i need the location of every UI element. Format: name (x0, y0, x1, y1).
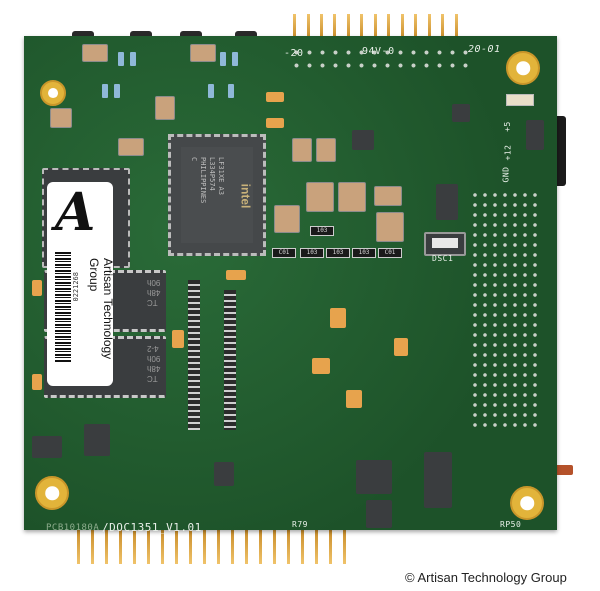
resistor-pack-rp19: C01 (378, 248, 402, 258)
resistor-r33 (220, 52, 226, 66)
bottom-header-pins (77, 530, 347, 564)
resistor-r43 (102, 84, 108, 98)
mem2-line-1: TC (146, 374, 158, 383)
ic-u18 (452, 104, 470, 122)
chip-line-4: C (190, 157, 198, 162)
fuse-f1 (506, 94, 534, 106)
resistor-r32 (232, 52, 238, 66)
oscillator-dsc1 (424, 232, 466, 256)
capacitor-c59 (118, 138, 144, 156)
mounting-hole-top-right (506, 51, 540, 85)
ic-bottom-left (84, 424, 110, 456)
artisan-logo: A (55, 182, 96, 243)
capacitor-orange-5 (346, 390, 362, 408)
chip-line-2: L334P574 (208, 157, 216, 191)
mem2-line-2: 48h (146, 364, 160, 373)
mem1-line-1: TC (146, 298, 158, 307)
capacitor-orange-1 (172, 330, 184, 348)
chip-brand: intel (238, 183, 253, 209)
capacitor-top-2 (316, 138, 336, 162)
resistor-pack-rp22: 103 (300, 248, 324, 258)
label-r79: R79 (292, 520, 308, 529)
copyright-watermark: © Artisan Technology Group (405, 570, 567, 585)
resistor-array-right (224, 290, 236, 430)
via-grid-right (470, 190, 540, 430)
resistor-r34 (130, 52, 136, 66)
capacitor-orange-8 (32, 374, 42, 390)
company-name: Artisan Technology Group (87, 258, 115, 360)
ic-u27 (424, 452, 452, 508)
mem1-line-3: 90h (146, 278, 160, 287)
label-rp50: RP50 (500, 520, 522, 529)
ic-u32 (366, 500, 392, 528)
resistor-r38 (228, 84, 234, 98)
barcode (55, 252, 71, 362)
resistor-r35 (118, 52, 124, 66)
capacitor-large-1 (274, 205, 300, 233)
capacitor-c56 (266, 118, 284, 128)
mem1-line-2: 48h (146, 288, 160, 297)
chip-line-3: PHILIPPINES (199, 157, 207, 204)
label-plus5: +5 (502, 121, 512, 132)
resistor-pack-rp23: C01 (272, 248, 296, 258)
mounting-hole-top-left (40, 80, 66, 106)
resistor-r40 (208, 84, 214, 98)
pcb-number: PCB10180A (46, 523, 100, 533)
mem2-line-3: 90h (146, 354, 160, 363)
doc-number: /DOC1351_V1.01 (102, 521, 202, 534)
resistor-r41 (114, 84, 120, 98)
resistor-pack-rp21: 103 (326, 248, 350, 258)
top-header-pins (293, 14, 473, 38)
resistor-pack-rp18: 103 (310, 226, 334, 236)
resistor-array-left (188, 280, 200, 430)
chip-line-1: LF31XE A3 (217, 157, 225, 195)
mounting-hole-bottom-left (35, 476, 69, 510)
ul-mark: -20 (284, 48, 304, 59)
capacitor-c52 (155, 96, 175, 120)
serial-number: 0221268 (72, 272, 80, 302)
ic-u29 (214, 462, 234, 486)
mem2-line-4: 4-2 (146, 344, 159, 353)
date-code: 20-01 (468, 44, 501, 55)
label-gnd: GND (501, 166, 511, 183)
resistor-pack-rp20: 103 (352, 248, 376, 258)
capacitor-c45 (82, 44, 108, 62)
label-dsc1: DSC1 (432, 254, 454, 263)
main-processor-chip: intel LF31XE A3 L334P574 PHILIPPINES C (168, 134, 266, 256)
label-plus12: +12 (503, 144, 513, 161)
right-ribbon-tab (553, 465, 573, 475)
capacitor-large-2 (306, 182, 334, 212)
capacitor-orange-6 (226, 270, 246, 280)
mounting-hole-bottom-right (510, 486, 544, 520)
asset-label-sticker: A 0221268 Artisan Technology Group (47, 182, 115, 386)
capacitor-large-4 (376, 212, 404, 242)
capacitor-large-3 (338, 182, 366, 212)
capacitor-c46 (266, 92, 284, 102)
capacitor-orange-7 (32, 280, 42, 296)
ic-left-edge (32, 436, 62, 458)
ic-right-top (436, 184, 458, 220)
capacitor-c49 (50, 108, 72, 128)
capacitor-orange-4 (394, 338, 408, 356)
via-grid-top (290, 46, 470, 76)
ic-u28 (356, 460, 392, 494)
diode-d1 (526, 120, 544, 150)
capacitor-c71 (374, 186, 402, 206)
capacitor-top-1 (292, 138, 312, 162)
capacitor-orange-3 (312, 358, 330, 374)
capacitor-c44 (190, 44, 216, 62)
ic-u19 (352, 130, 374, 150)
capacitor-orange-2 (330, 308, 346, 328)
flammability-rating: 94V-0 (362, 46, 395, 57)
